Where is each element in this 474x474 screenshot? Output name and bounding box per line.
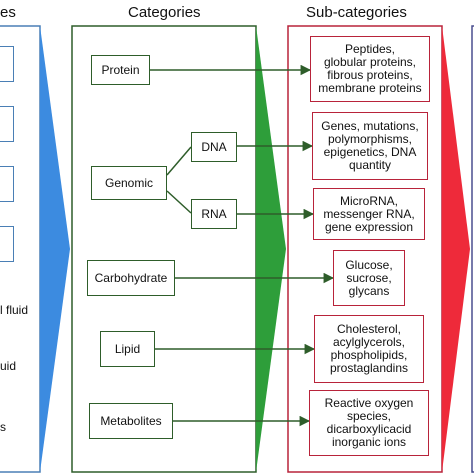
genomic-to-dna-line [166, 146, 192, 176]
left-box-4 [0, 226, 14, 262]
subcategory-protein: Peptides, globular proteins, fibrous pro… [310, 36, 430, 102]
categories-header: Categories [128, 4, 201, 21]
left-panel-arrow [40, 26, 70, 472]
category-metabolites: Metabolites [89, 403, 173, 439]
genomic-to-rna-line [166, 190, 192, 214]
categories-panel-arrow [256, 26, 286, 472]
left-label-fluid: l fluid [0, 303, 29, 317]
left-box-1 [0, 46, 14, 82]
subcategories-panel-arrow [442, 26, 470, 472]
category-dna: DNA [191, 132, 237, 162]
left-label-uid: uid [0, 359, 17, 373]
category-carbohydrate: Carbohydrate [87, 260, 175, 296]
subcategory-carbohydrate: Glucose, sucrose, glycans [333, 250, 405, 306]
left-box-2 [0, 106, 14, 142]
left-label-bottom: s [0, 420, 6, 434]
category-rna: RNA [191, 199, 237, 229]
left-box-3 [0, 166, 14, 202]
categories-panel [71, 25, 257, 473]
subcategory-dna: Genes, mutations, polymorphisms, epigene… [312, 112, 428, 180]
subcategory-lipid: Cholesterol, acylglycerols, phospholipid… [314, 315, 424, 383]
category-lipid: Lipid [100, 331, 155, 367]
category-protein: Protein [91, 55, 150, 85]
category-genomic: Genomic [91, 166, 167, 200]
right-panel [471, 25, 474, 473]
left-column-header: es [0, 4, 16, 21]
subcategory-rna: MicroRNA, messenger RNA, gene expression [313, 188, 425, 240]
subcategories-header: Sub-categories [306, 4, 407, 21]
subcategory-metabolites: Reactive oxygen species, dicarboxylicaci… [309, 390, 429, 456]
